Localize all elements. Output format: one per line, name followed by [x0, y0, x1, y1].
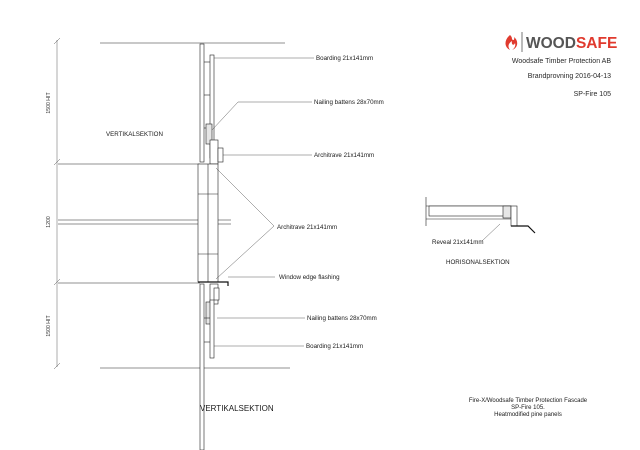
callout-battens-top: Nailing battens 28x70mm — [314, 99, 384, 106]
callout-architrave-mid: Architrave 21x141mm — [277, 224, 337, 231]
section-title-horizontal: HORISONALSEKTION — [446, 259, 510, 266]
horizontal-section-drawing — [425, 197, 536, 242]
callout-battens-bottom: Nailing battens 28x70mm — [307, 315, 377, 322]
section-title-vertical-upper: VERTIKALSEKTION — [106, 131, 163, 138]
test-date: Brandprovning 2016-04-13 — [528, 73, 611, 80]
dimension-line: 1500 HIT 1200 1500 HIT — [46, 37, 61, 370]
callout-boarding-bottom: Boarding 21x141mm — [306, 343, 363, 350]
logo: WOODSAFE — [505, 32, 617, 52]
callout-reveal: Reveal 21x141mm — [432, 239, 484, 246]
footer-note-line1: Fire-X/Woodsafe Timber Protection Fascad… — [469, 398, 588, 404]
callout-boarding-top: Boarding 21x141mm — [316, 55, 373, 62]
vertical-section-drawing — [197, 43, 229, 450]
dimension-lower: 1500 HIT — [46, 315, 52, 337]
footer-note-line2: SP-Fire 105. — [511, 405, 545, 411]
section-title-vertical-bottom: VERTIKALSEKTION — [200, 404, 274, 413]
flame-icon — [505, 35, 518, 50]
leader-lines — [211, 57, 314, 347]
reference-lines — [58, 42, 290, 369]
test-reference: SP-Fire 105 — [574, 91, 611, 98]
footer-note-line3: Heatmodified pine panels — [494, 412, 562, 418]
company-name: Woodsafe Timber Protection AB — [512, 58, 611, 65]
callout-window-flashing: Window edge flashing — [279, 274, 340, 281]
dimension-upper: 1500 HIT — [46, 92, 52, 114]
logo-wordmark: WOODSAFE — [526, 35, 617, 52]
callout-architrave-top: Architrave 21x141mm — [314, 152, 374, 159]
dimension-middle: 1200 — [46, 216, 52, 228]
